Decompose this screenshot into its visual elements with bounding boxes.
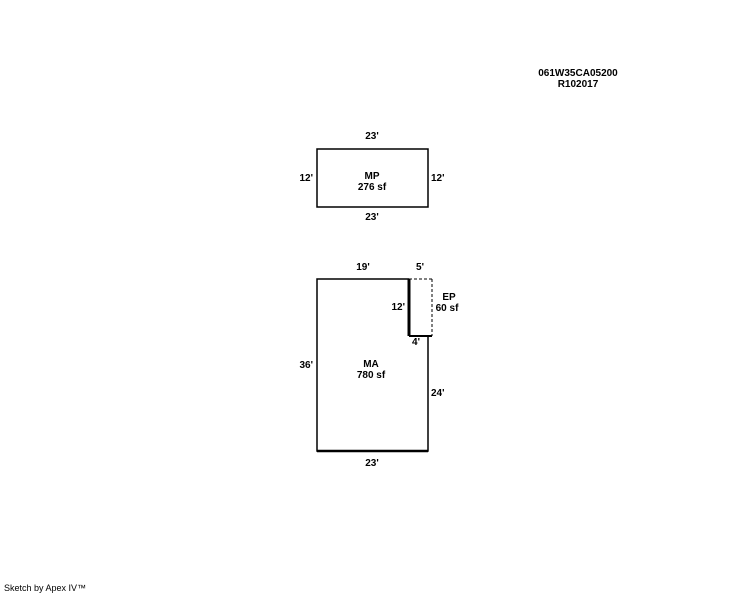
ma-top-dimension: 19': [356, 262, 370, 273]
ep-code: EP: [442, 292, 456, 303]
ma-right-dimension: 24': [431, 388, 445, 399]
parcel-id: 061W35CA05200: [538, 68, 618, 79]
mp-right-dimension: 12': [431, 173, 445, 184]
sketch-credit: Sketch by Apex IV™: [4, 583, 87, 593]
parcel-header: 061W35CA05200 R102017: [538, 68, 618, 90]
mp-top-dimension: 23': [365, 131, 379, 142]
account-number: R102017: [557, 79, 599, 90]
ma-area: 780 sf: [356, 370, 386, 381]
ma-left-dimension: 36': [299, 360, 313, 371]
mp-bottom-dimension: 23': [365, 212, 379, 223]
ma-bottom-dimension: 23': [365, 458, 379, 469]
mp-left-dimension: 12': [299, 173, 313, 184]
mp-outline: [316, 148, 429, 208]
ep-area: 60 sf: [435, 303, 459, 314]
ma-code: MA: [363, 359, 379, 370]
ep-top-dimension: 5': [416, 262, 424, 273]
ep-left-dimension: 12': [391, 302, 405, 313]
ep-bottom-dimension: 4': [412, 337, 420, 348]
mp-code: MP: [364, 171, 380, 182]
mp-area: 276 sf: [357, 182, 387, 193]
